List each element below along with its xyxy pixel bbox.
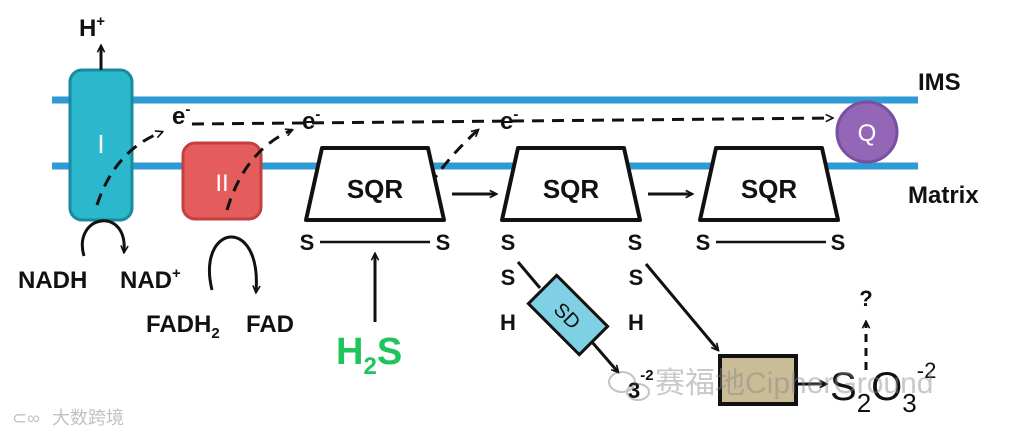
- complex-ii-label: II: [215, 170, 228, 197]
- ubiquinone-q: [835, 100, 899, 164]
- sqr-1-label: SQR: [347, 174, 404, 204]
- nadh-label: NADH: [18, 267, 87, 294]
- h-plus-label: H+: [79, 13, 105, 42]
- sqr-3-s-left: S: [696, 230, 711, 255]
- sqr-1-s-right: S: [436, 230, 451, 255]
- watermark-right: 赛福地CipherGround: [655, 367, 933, 400]
- sqr-3: [698, 146, 840, 222]
- sulfite-label: 3-2: [628, 367, 654, 403]
- matrix-label: Matrix: [908, 182, 979, 209]
- ims-label: IMS: [918, 69, 961, 96]
- complex-i-label: I: [97, 129, 104, 159]
- electron-label-3: e-: [500, 106, 518, 135]
- sqr-3-to-st-arrow: [644, 263, 718, 350]
- question-label: ?: [859, 286, 872, 311]
- sd-input-line: [516, 261, 542, 289]
- q-label: Q: [858, 120, 877, 147]
- nadh-conversion-arrow: [80, 219, 124, 257]
- h2s-label: H2S: [336, 331, 402, 380]
- sqr-2-s-right: S: [628, 230, 643, 255]
- watermark-left: 大数跨境: [52, 408, 124, 428]
- sqr-3-persulfide-s: S: [629, 265, 644, 290]
- complex-i-electron-arrow: [95, 132, 162, 206]
- watermark-left-logo-icon: ⊂∞: [12, 408, 40, 428]
- wechat-logo-icon: [608, 371, 650, 401]
- sqr-electron-arrow: [428, 130, 478, 186]
- sqr-2-s-left: S: [501, 230, 516, 255]
- electron-label-2: e-: [302, 106, 320, 135]
- sqr-1: [304, 146, 446, 222]
- nad-label: NAD+: [120, 265, 181, 294]
- sqr-2-persulfide-s: S: [501, 265, 516, 290]
- sqr-2: [500, 146, 642, 222]
- sqr-2-label: SQR: [543, 174, 600, 204]
- thiosulfate-label: S2O3-2: [830, 358, 936, 418]
- electron-flow-arrow: [191, 118, 832, 126]
- fad-label: FAD: [246, 311, 294, 338]
- electron-label-1: e-: [172, 101, 190, 130]
- fadh2-label: FADH2: [146, 311, 220, 342]
- complex-ii: [181, 141, 263, 221]
- sqr-3-label: SQR: [741, 174, 798, 204]
- sqr-3-s-right: S: [831, 230, 846, 255]
- sqr-1-s-left: S: [300, 230, 315, 255]
- sqr-2-persulfide-h: H: [500, 310, 516, 335]
- fadh2-conversion-arrow: [208, 235, 256, 292]
- st-enzyme: [718, 354, 798, 406]
- sd-output-arrow: [590, 341, 618, 372]
- sd-enzyme: SD: [526, 273, 610, 357]
- sqr-3-persulfide-h: H: [628, 310, 644, 335]
